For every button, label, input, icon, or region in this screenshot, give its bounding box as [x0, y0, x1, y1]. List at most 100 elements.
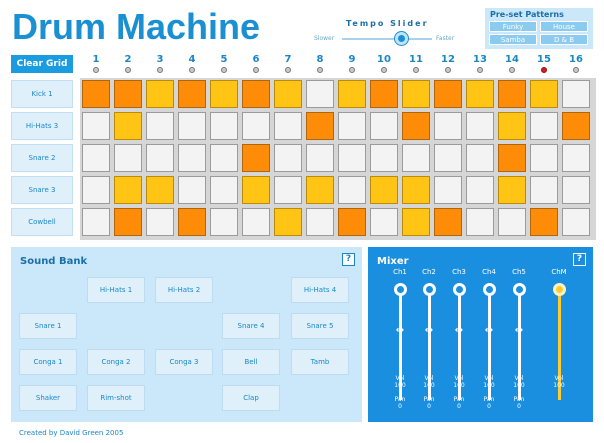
preset-dnb-button[interactable]: D & B — [540, 34, 588, 45]
channel-volume-track[interactable] — [428, 289, 431, 400]
track-label[interactable]: Hi-Hats 3 — [11, 112, 73, 140]
step-pad[interactable] — [210, 176, 238, 204]
step-pad[interactable] — [178, 80, 206, 108]
step-pad[interactable] — [274, 80, 302, 108]
step-pad[interactable] — [562, 176, 590, 204]
step-pad[interactable] — [114, 208, 142, 236]
step-pad[interactable] — [466, 144, 494, 172]
master-volume-track[interactable] — [558, 289, 561, 400]
step-pad[interactable] — [242, 208, 270, 236]
track-label[interactable]: Cowbell — [11, 208, 73, 236]
sound-button[interactable]: Clap — [222, 385, 280, 411]
step-pad[interactable] — [306, 144, 334, 172]
master-volume-knob[interactable] — [553, 283, 566, 296]
step-pad[interactable] — [274, 208, 302, 236]
sound-button[interactable]: Hi-Hats 4 — [291, 277, 349, 303]
step-pad[interactable] — [402, 144, 430, 172]
step-pad[interactable] — [530, 176, 558, 204]
step-pad[interactable] — [178, 176, 206, 204]
step-pad[interactable] — [562, 112, 590, 140]
channel-volume-knob[interactable] — [453, 283, 466, 296]
step-pad[interactable] — [242, 80, 270, 108]
step-pad[interactable] — [338, 208, 366, 236]
preset-house-button[interactable]: House — [540, 21, 588, 32]
channel-volume-track[interactable] — [518, 289, 521, 400]
step-pad[interactable] — [210, 80, 238, 108]
step-pad[interactable] — [146, 208, 174, 236]
step-pad[interactable] — [530, 80, 558, 108]
step-pad[interactable] — [306, 176, 334, 204]
step-pad[interactable] — [114, 176, 142, 204]
pan-arrows-icon[interactable]: ↔ — [514, 325, 524, 336]
tempo-slider[interactable]: Tempo Slider Slower Faster — [314, 17, 456, 47]
step-pad[interactable] — [274, 144, 302, 172]
step-pad[interactable] — [146, 112, 174, 140]
step-pad[interactable] — [146, 80, 174, 108]
track-label[interactable]: Kick 1 — [11, 80, 73, 108]
pan-arrows-icon[interactable]: ↔ — [484, 325, 494, 336]
step-pad[interactable] — [530, 208, 558, 236]
step-pad[interactable] — [210, 112, 238, 140]
sound-button[interactable]: Hi-Hats 1 — [87, 277, 145, 303]
step-pad[interactable] — [178, 144, 206, 172]
channel-volume-track[interactable] — [488, 289, 491, 400]
step-pad[interactable] — [178, 112, 206, 140]
step-pad[interactable] — [562, 80, 590, 108]
sound-button[interactable]: Hi-Hats 2 — [155, 277, 213, 303]
step-pad[interactable] — [370, 176, 398, 204]
step-pad[interactable] — [338, 176, 366, 204]
pan-arrows-icon[interactable]: ↔ — [424, 325, 434, 336]
tempo-knob[interactable] — [395, 32, 408, 45]
sound-button[interactable]: Conga 3 — [155, 349, 213, 375]
step-pad[interactable] — [434, 80, 462, 108]
sound-button[interactable]: Shaker — [19, 385, 77, 411]
step-pad[interactable] — [466, 208, 494, 236]
step-pad[interactable] — [82, 176, 110, 204]
step-pad[interactable] — [370, 144, 398, 172]
step-pad[interactable] — [338, 112, 366, 140]
step-pad[interactable] — [146, 176, 174, 204]
sound-button[interactable]: Conga 2 — [87, 349, 145, 375]
channel-volume-knob[interactable] — [394, 283, 407, 296]
track-label[interactable]: Snare 2 — [11, 144, 73, 172]
step-pad[interactable] — [530, 112, 558, 140]
step-pad[interactable] — [498, 176, 526, 204]
channel-volume-knob[interactable] — [483, 283, 496, 296]
tempo-track[interactable] — [342, 38, 432, 40]
sound-bank-help-button[interactable]: ? — [342, 253, 355, 266]
step-pad[interactable] — [210, 208, 238, 236]
step-pad[interactable] — [114, 112, 142, 140]
sound-button[interactable]: Bell — [222, 349, 280, 375]
preset-samba-button[interactable]: Samba — [489, 34, 537, 45]
sound-button[interactable]: Rim-shot — [87, 385, 145, 411]
track-label[interactable]: Snare 3 — [11, 176, 73, 204]
step-pad[interactable] — [434, 112, 462, 140]
step-pad[interactable] — [178, 208, 206, 236]
channel-volume-knob[interactable] — [423, 283, 436, 296]
step-pad[interactable] — [562, 144, 590, 172]
step-pad[interactable] — [114, 80, 142, 108]
sound-button[interactable]: Conga 1 — [19, 349, 77, 375]
step-pad[interactable] — [498, 208, 526, 236]
step-pad[interactable] — [498, 80, 526, 108]
step-pad[interactable] — [434, 208, 462, 236]
step-pad[interactable] — [530, 144, 558, 172]
channel-volume-track[interactable] — [399, 289, 402, 400]
sound-button[interactable]: Tamb — [291, 349, 349, 375]
step-pad[interactable] — [562, 208, 590, 236]
pan-arrows-icon[interactable]: ↔ — [395, 325, 405, 336]
step-pad[interactable] — [274, 112, 302, 140]
step-pad[interactable] — [370, 112, 398, 140]
step-pad[interactable] — [114, 144, 142, 172]
step-pad[interactable] — [466, 176, 494, 204]
clear-grid-button[interactable]: Clear Grid — [11, 55, 73, 73]
step-pad[interactable] — [498, 144, 526, 172]
sound-button[interactable]: Snare 4 — [222, 313, 280, 339]
step-pad[interactable] — [338, 80, 366, 108]
step-pad[interactable] — [82, 112, 110, 140]
step-pad[interactable] — [434, 144, 462, 172]
step-pad[interactable] — [402, 208, 430, 236]
sound-button[interactable]: Snare 5 — [291, 313, 349, 339]
step-pad[interactable] — [242, 112, 270, 140]
step-pad[interactable] — [370, 208, 398, 236]
